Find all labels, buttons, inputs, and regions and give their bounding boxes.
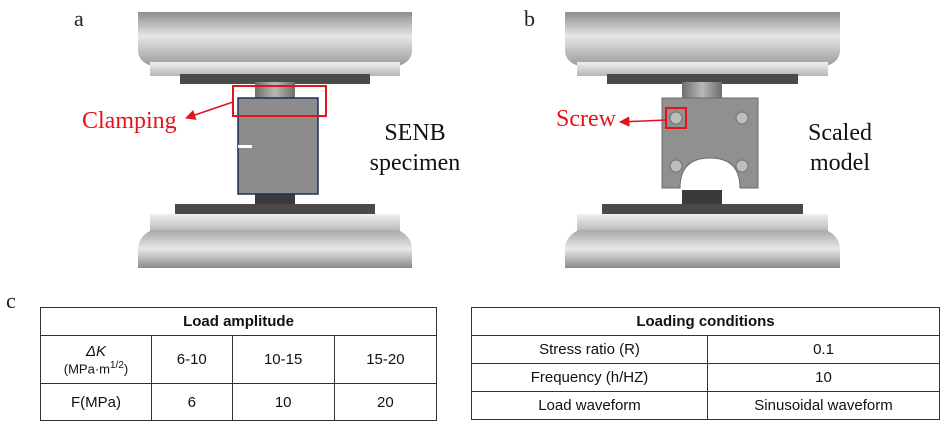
load-amplitude-table: Load amplitude ΔK (MPa·m1/2) 6-10 10-15 …: [40, 307, 438, 421]
screw-label: Screw: [556, 106, 616, 132]
delta-k-label: ΔK (MPa·m1/2): [40, 335, 152, 384]
delta-k-unit: (MPa·m1/2): [41, 360, 151, 376]
panel-letter-b: b: [524, 6, 535, 31]
panel-letter-a: a: [74, 6, 84, 31]
stress-ratio-value: 0.1: [707, 335, 940, 364]
senb-specimen: [237, 97, 319, 195]
force-label: F(MPa): [40, 383, 152, 421]
scaled-label-line2: model: [810, 150, 870, 176]
stress-ratio-label: Stress ratio (R): [471, 335, 708, 364]
table-row: Load waveform Sinusoidal waveform: [471, 391, 940, 420]
screw-highlight-box: [665, 107, 687, 129]
table-row: F(MPa) 6 10 20: [40, 383, 438, 421]
load-waveform-value: Sinusoidal waveform: [707, 391, 940, 420]
table-cell: 15-20: [333, 335, 438, 384]
senb-specimen-label: SENB specimen: [360, 118, 470, 178]
load-amplitude-title: Load amplitude: [40, 307, 437, 336]
load-waveform-label: Load waveform: [471, 391, 708, 420]
scaled-label-line1: Scaled: [808, 120, 872, 146]
table-row: ΔK (MPa·m1/2) 6-10 10-15 15-20: [40, 335, 438, 384]
table-cell: 10-15: [231, 335, 335, 384]
panel-b-machine: [565, 12, 840, 268]
panel-letter-c: c: [6, 288, 16, 313]
scaled-model: [661, 97, 759, 189]
delta-k-symbol: ΔK: [85, 342, 107, 360]
table-cell: 20: [333, 383, 438, 421]
delta-k-unit-post: ): [123, 361, 129, 377]
loading-conditions-table: Loading conditions Stress ratio (R) 0.1 …: [471, 307, 940, 420]
senb-label-line2: specimen: [369, 150, 461, 176]
clamping-arrow: [185, 101, 234, 120]
frequency-label: Frequency (h/HZ): [471, 363, 708, 392]
table-row: Stress ratio (R) 0.1: [471, 335, 940, 364]
clamping-highlight-box: [232, 85, 327, 117]
scaled-model-label: Scaled model: [790, 118, 890, 178]
table-row: Frequency (h/HZ) 10: [471, 363, 940, 392]
delta-k-unit-sup: 1/2: [109, 359, 124, 371]
panel-a-machine: [138, 12, 412, 268]
frequency-value: 10: [707, 363, 940, 392]
table-cell: 10: [231, 383, 335, 421]
senb-label-line1: SENB: [384, 120, 446, 146]
table-cell: 6-10: [151, 335, 233, 384]
clamping-label: Clamping: [82, 108, 177, 134]
screw-arrow: [618, 116, 667, 127]
table-cell: 6: [151, 383, 233, 421]
delta-k-unit-pre: (MPa·m: [63, 361, 110, 377]
test-rig-illustration: [138, 12, 840, 268]
loading-conditions-title: Loading conditions: [471, 307, 940, 336]
